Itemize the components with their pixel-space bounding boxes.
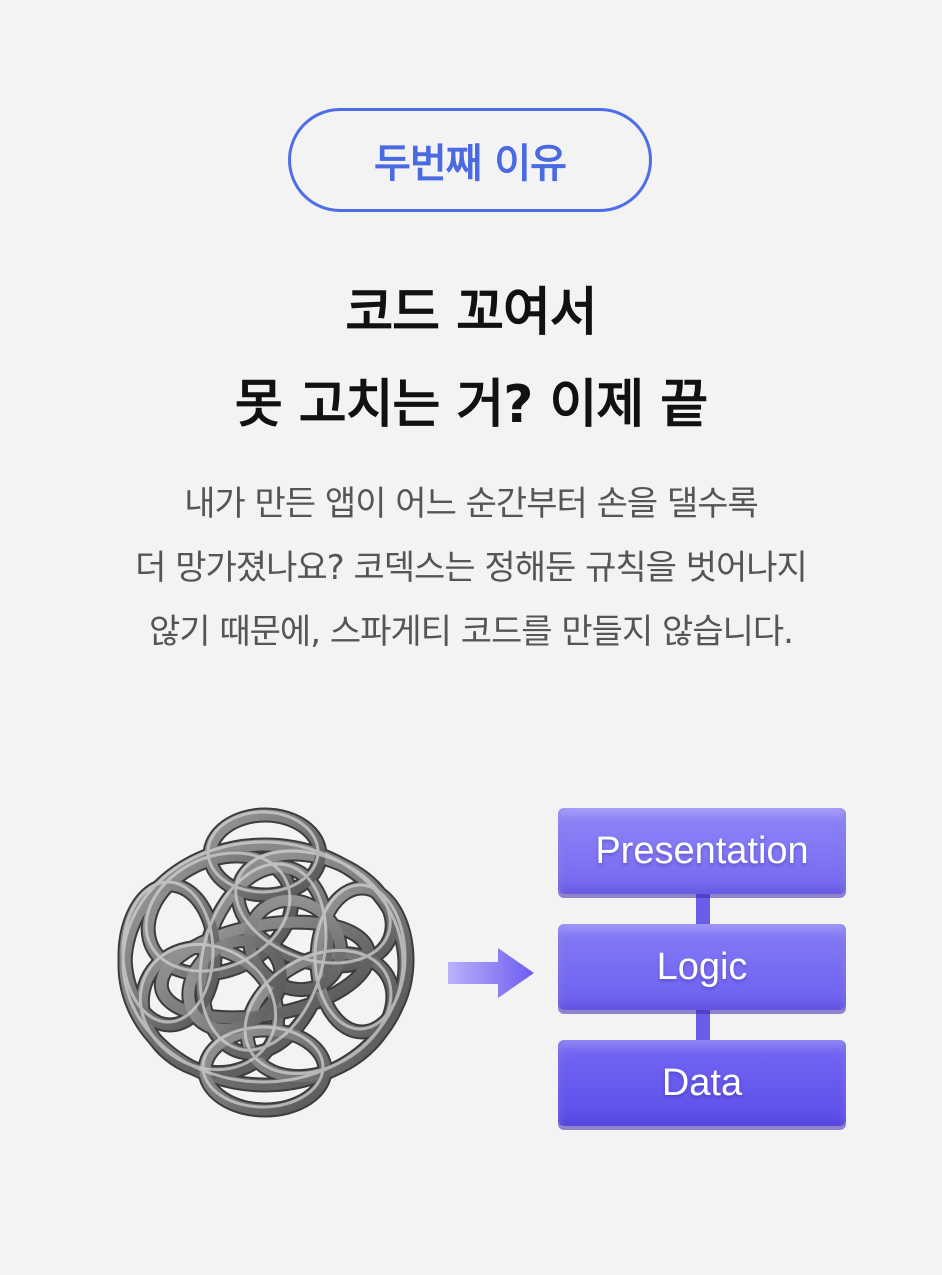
description-line-1: 내가 만든 앱이 어느 순간부터 손을 댈수록 [184,484,759,524]
presentation-layer-label: Presentation [595,829,809,872]
headline-line-2: 못 고치는 거? 이제 끝 [234,375,708,435]
arrow-right-icon [448,948,534,998]
reason-badge: 두번째 이유 [288,108,652,212]
layer-connector [696,1006,710,1040]
description-line-2: 더 망가졌나요? 코덱스는 정해둔 규칙을 벗어나지 [135,548,808,588]
data-layer: Data [558,1040,846,1126]
layer-connector [696,892,710,926]
logic-layer: Logic [558,924,846,1010]
architecture-layer-stack: Presentation Logic Data [556,806,850,1128]
headline-line-1: 코드 꼬여서 [345,283,597,343]
data-layer-label: Data [661,1061,743,1104]
presentation-layer: Presentation [558,808,846,894]
logic-layer-label: Logic [656,945,748,988]
reason-badge-label: 두번째 이유 [374,141,567,187]
tangled-rope-icon [117,807,415,1118]
description-line-3: 않기 때문에, 스파게티 코드를 만들지 않습니다. [149,612,794,652]
